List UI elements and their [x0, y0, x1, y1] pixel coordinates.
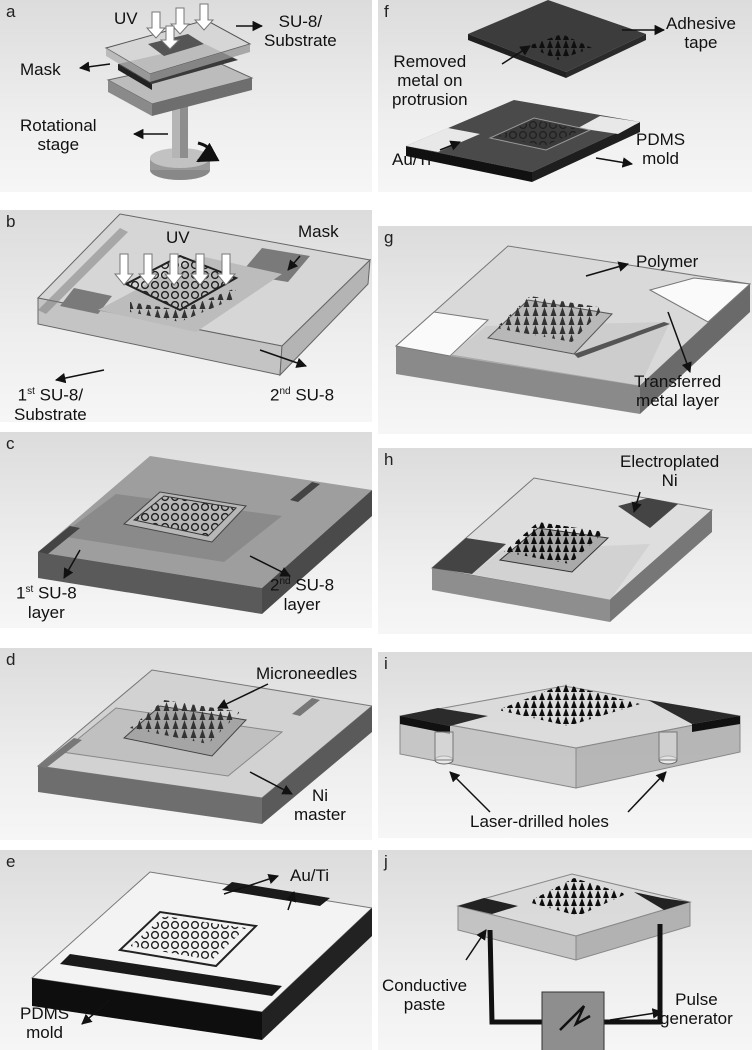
- panel-a-letter: a: [6, 2, 16, 21]
- panel-d-drawing: [36, 669, 372, 824]
- panel-h-letter: h: [384, 450, 394, 469]
- panel-e-drawing: [30, 871, 372, 1040]
- mask-label: Mask: [298, 222, 339, 241]
- second-su8-layer-label: 2nd SU-8 layer: [270, 575, 335, 614]
- panel-i: i Laser-drilled holes: [378, 652, 752, 838]
- panel-b-letter: b: [6, 212, 16, 231]
- panel-j-letter: j: [384, 852, 388, 871]
- second-su8-label: 2nd SU-8: [270, 385, 335, 405]
- panel-f-drawing: [406, 0, 666, 182]
- first-su8-layer-label: 1st SU-8 layer: [16, 583, 77, 622]
- panel-e-letter: e: [6, 852, 16, 871]
- auti-label: Au/Ti: [392, 150, 432, 169]
- panel-c: c 1st SU-8 layer 2nd SU-8 layer: [0, 432, 372, 628]
- su8-substrate-label: SU-8/Substrate: [264, 12, 337, 50]
- auti-label: Au/Ti: [290, 866, 330, 885]
- panel-c-letter: c: [6, 434, 15, 453]
- laser-drilled-holes-label: Laser-drilled holes: [470, 812, 609, 831]
- panel-i-letter: i: [384, 654, 388, 673]
- uv-label: UV: [114, 9, 138, 28]
- panel-a-drawing: [78, 3, 264, 180]
- panel-c-drawing: [38, 456, 372, 614]
- panel-f-letter: f: [384, 2, 389, 21]
- panel-b-drawing: [36, 213, 372, 384]
- uv-label: UV: [166, 228, 190, 247]
- panel-g-letter: g: [384, 228, 394, 247]
- panel-d-letter: d: [6, 650, 16, 669]
- mask-label: Mask: [20, 60, 61, 79]
- panel-i-drawing: [399, 684, 741, 813]
- panel-g-drawing: [394, 245, 752, 414]
- panel-b: b UV Mask 1st SU-8/ Substrate 2nd SU-8: [0, 210, 372, 422]
- first-su8-substrate-label: 1st SU-8/ Substrate: [14, 385, 87, 422]
- microneedles-label: Microneedles: [256, 664, 358, 683]
- panel-h-drawing: [430, 477, 714, 622]
- polymer-label: Polymer: [636, 252, 699, 271]
- panel-j-drawing: [456, 873, 692, 1050]
